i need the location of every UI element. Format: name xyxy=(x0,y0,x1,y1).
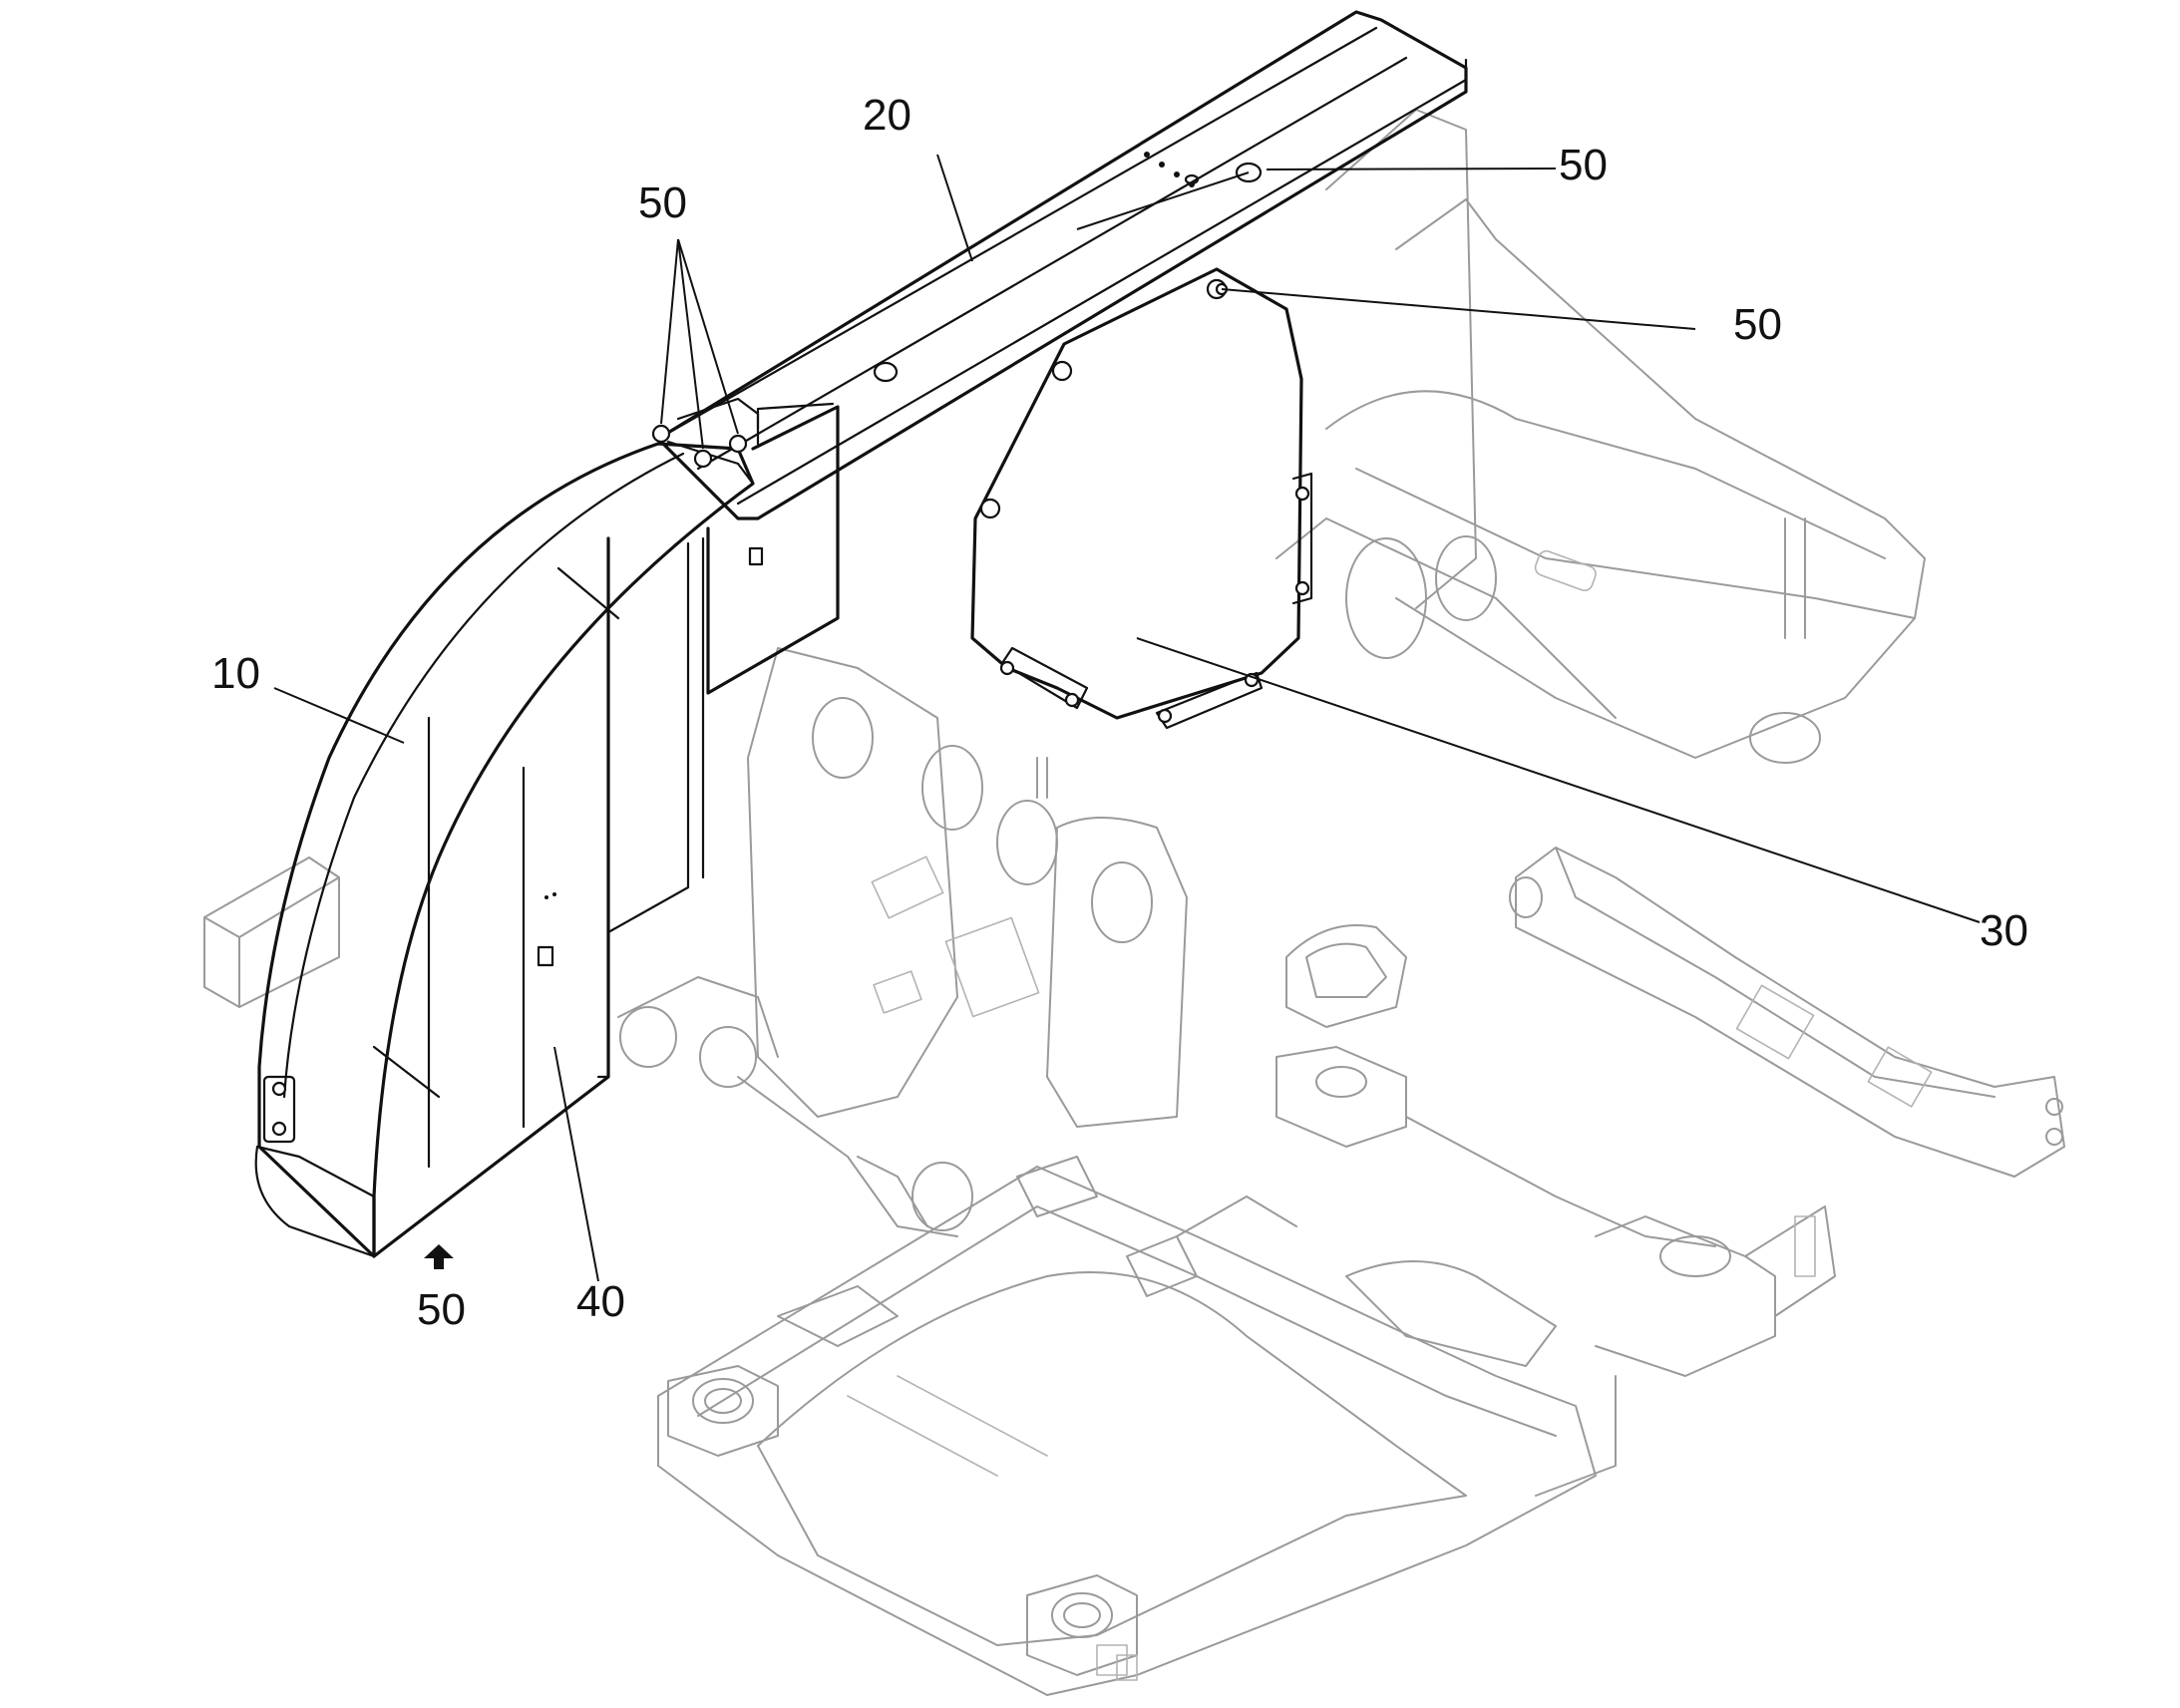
callout-front-panel: 40 xyxy=(576,1277,625,1326)
callout-fastener-beam: 50 xyxy=(1559,141,1608,189)
leader-lines xyxy=(273,154,1981,1282)
callout-fastener-top-cluster: 50 xyxy=(638,178,687,227)
callout-side-cover: 30 xyxy=(1980,906,2028,955)
callout-fender: 10 xyxy=(211,649,260,698)
machine-frame xyxy=(203,109,2065,1696)
direction-arrow-icon xyxy=(424,1244,454,1269)
fender-part xyxy=(254,397,760,1258)
top-beam-part xyxy=(656,10,1468,520)
callout-fastener-cover: 50 xyxy=(1733,300,1782,349)
callout-top-beam: 20 xyxy=(863,91,911,140)
front-panel-part xyxy=(372,402,840,1258)
callout-fastener-bottom: 50 xyxy=(417,1285,466,1334)
side-cover-part xyxy=(970,267,1313,730)
